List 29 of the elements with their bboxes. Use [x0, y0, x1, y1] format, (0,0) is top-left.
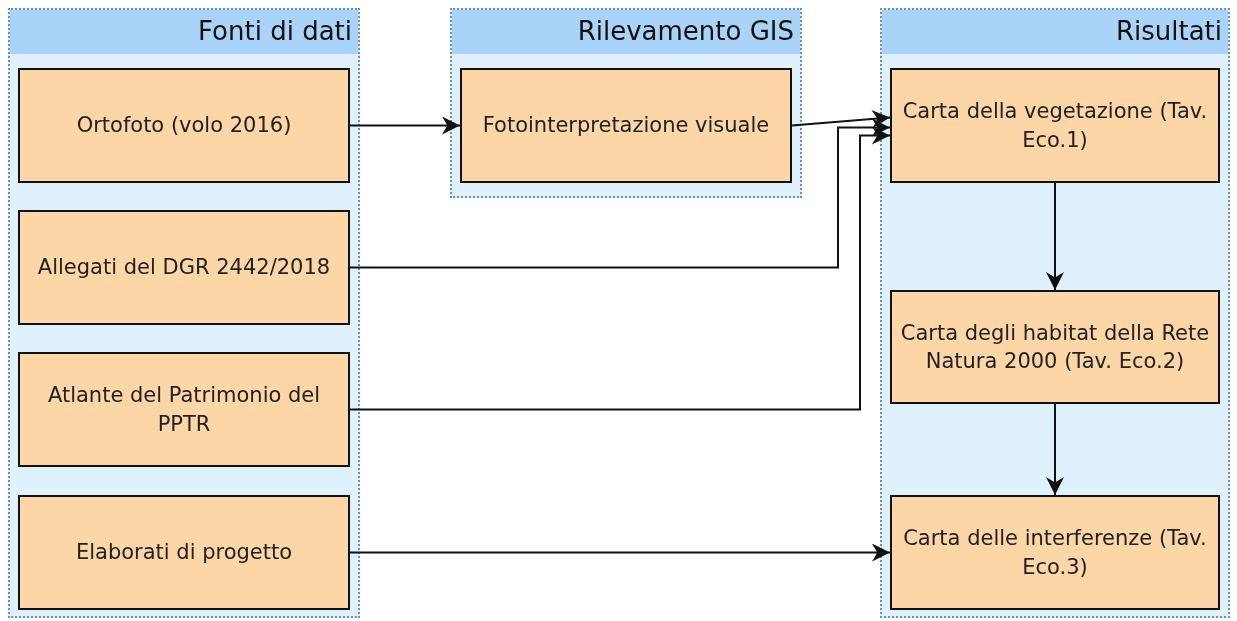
- group-panel: [880, 8, 1230, 618]
- process-box: [890, 68, 1220, 183]
- box-text: Ortofoto (volo 2016): [75, 112, 293, 140]
- group-title: Risultati: [1115, 16, 1222, 46]
- box-text: Carta degli habitat della Rete Natura 2000 (Tav. Eco.2): [899, 319, 1211, 375]
- group-panel: [8, 8, 360, 618]
- box-text: Elaborati di progetto: [74, 539, 294, 567]
- group-panel: [450, 8, 802, 198]
- process-box: [18, 68, 350, 183]
- arrow: [1046, 182, 1064, 291]
- box-text: Carta della vegetazione (Tav. Eco.1): [901, 98, 1209, 154]
- arrow: [791, 110, 891, 128]
- process-box: [460, 68, 792, 183]
- group-title: Rilevamento GIS: [577, 16, 794, 46]
- process-box: [18, 352, 350, 467]
- process-box: [890, 495, 1220, 610]
- process-box: [18, 495, 350, 610]
- process-box: [890, 290, 1220, 404]
- box-text: Allegati del DGR 2442/2018: [36, 254, 332, 282]
- box-text: Carta delle interferenze (Tav. Eco.3): [902, 525, 1208, 581]
- arrow: [349, 543, 891, 562]
- arrow: [349, 126, 891, 411]
- box-text: Atlante del Patrimonio del PPTR: [46, 382, 322, 438]
- arrow: [349, 116, 461, 135]
- arrow: [1046, 403, 1064, 496]
- arrow: [349, 118, 891, 269]
- box-text: Fotointerpretazione visuale: [481, 112, 771, 140]
- process-box: [18, 210, 350, 325]
- group-title: Fonti di dati: [198, 16, 352, 46]
